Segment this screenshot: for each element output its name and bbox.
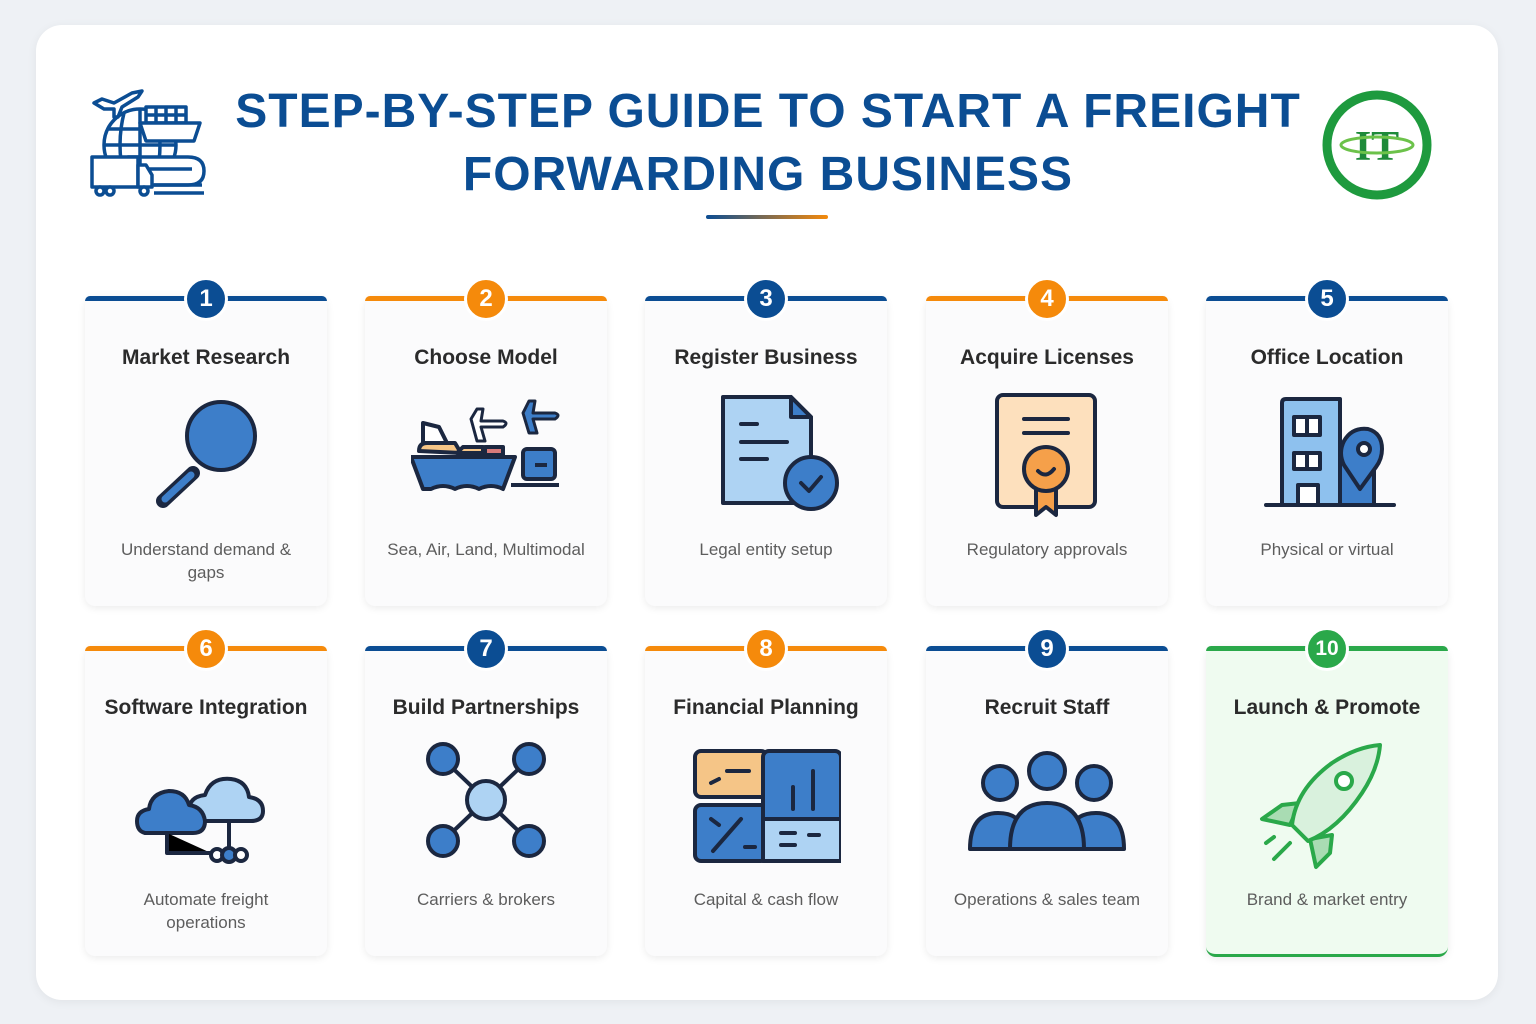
- step-number-badge: 4: [1025, 277, 1069, 321]
- step-number-badge: 1: [184, 277, 228, 321]
- step-number-badge: 9: [1025, 627, 1069, 671]
- step-title: Choose Model: [414, 346, 558, 369]
- step-description: Capital & cash flow: [693, 890, 839, 909]
- step-description: Brand & market entry: [1246, 890, 1408, 909]
- finance-dashboard-icon: [691, 741, 843, 871]
- step-description: Regulatory approvals: [966, 540, 1128, 559]
- step-number-badge: 8: [744, 627, 788, 671]
- step-description: Automate freight operations: [143, 890, 269, 932]
- title-underline: [706, 215, 828, 219]
- step-card-2: 2 Choose Model Sea, Air, Land, Multimoda…: [365, 277, 607, 606]
- step-card-5: 5 Office Location Physical or virtual: [1206, 277, 1448, 606]
- step-description: Legal entity setup: [699, 540, 833, 559]
- step-number-badge: 10: [1305, 627, 1349, 671]
- step-title: Register Business: [674, 346, 858, 369]
- page-title: STEP-BY-STEP GUIDE TO START A FREIGHT FO…: [230, 80, 1306, 206]
- document-check-icon: [691, 391, 841, 521]
- step-title: Market Research: [121, 346, 291, 369]
- rocket-icon: [1252, 741, 1402, 871]
- step-card-8: 8 Financial Planning Capital & cash flow: [645, 627, 887, 956]
- brand-logo: IT: [1320, 88, 1434, 202]
- step-card-7: 7 Build Partnerships Carriers & brokers: [365, 627, 607, 956]
- step-description: Physical or virtual: [1260, 540, 1394, 559]
- step-number-badge: 2: [464, 277, 508, 321]
- step-description: Operations & sales team: [953, 890, 1141, 909]
- step-description: Understand demand & gaps: [120, 540, 292, 582]
- step-card-1: 1 Market Research Understand demand & ga…: [85, 277, 327, 606]
- step-title: Software Integration: [104, 696, 308, 719]
- step-number-badge: 3: [744, 277, 788, 321]
- certificate-icon: [972, 391, 1122, 521]
- title-line-1: STEP-BY-STEP GUIDE TO START A FREIGHT: [235, 85, 1301, 138]
- step-title: Recruit Staff: [984, 696, 1110, 719]
- step-card-9: 9 Recruit Staff Operations & sales team: [926, 627, 1168, 956]
- step-title: Build Partnerships: [392, 696, 580, 719]
- title-line-2: FORWARDING BUSINESS: [462, 148, 1074, 201]
- step-card-3: 3 Register Business Legal entity setup: [645, 277, 887, 606]
- step-number-badge: 6: [184, 627, 228, 671]
- step-number-badge: 7: [464, 627, 508, 671]
- cloud-network-icon: [131, 771, 281, 871]
- building-pin-icon: [1252, 391, 1402, 521]
- magnifier-icon: [131, 391, 281, 521]
- step-title: Launch & Promote: [1233, 696, 1421, 719]
- step-description: Sea, Air, Land, Multimodal: [387, 540, 585, 559]
- team-icon: [962, 741, 1132, 871]
- step-title: Financial Planning: [673, 696, 859, 719]
- step-card-6: 6 Software Integration Automate freight …: [85, 627, 327, 956]
- transport-modes-icon: [409, 391, 561, 521]
- logo-text: IT: [1355, 124, 1399, 170]
- network-nodes-icon: [411, 741, 561, 871]
- step-title: Office Location: [1250, 346, 1404, 369]
- step-card-4: 4 Acquire Licenses Regulatory approvals: [926, 277, 1168, 606]
- step-description: Carriers & brokers: [417, 890, 555, 909]
- step-title: Acquire Licenses: [960, 346, 1134, 369]
- step-card-10: 10 Launch & Promote Brand & market entry: [1206, 627, 1448, 957]
- step-number-badge: 5: [1305, 277, 1349, 321]
- logistics-logo-icon: [88, 85, 208, 205]
